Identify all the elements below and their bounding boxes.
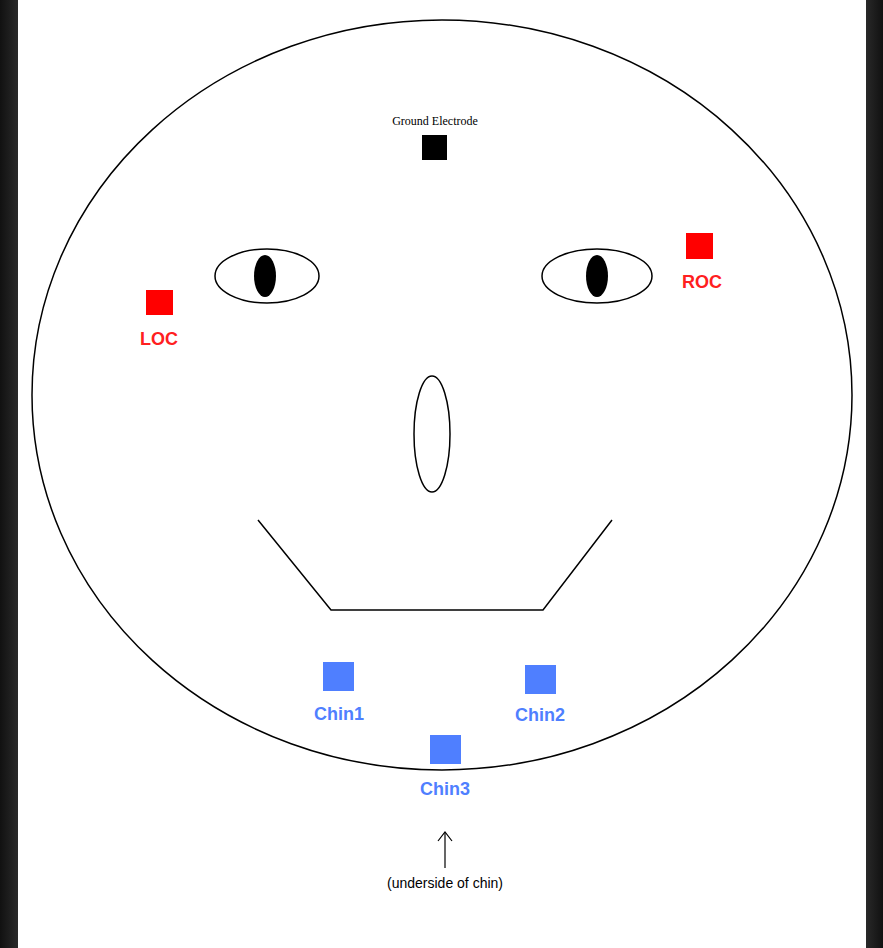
electrode-label: Chin3 bbox=[420, 780, 470, 800]
ground-electrode-label: Ground Electrode bbox=[392, 115, 478, 128]
note-label: (underside of chin) bbox=[387, 876, 503, 891]
roc-electrode-square bbox=[686, 233, 713, 259]
mouth bbox=[258, 520, 612, 610]
right-pupil bbox=[586, 255, 608, 297]
left-eye bbox=[215, 249, 319, 303]
electrode-label: Chin2 bbox=[515, 706, 565, 726]
right-eye bbox=[542, 249, 652, 303]
chin1-electrode-square bbox=[323, 662, 354, 691]
chin3-electrode-square bbox=[430, 735, 461, 764]
pointer-arrowhead bbox=[438, 832, 452, 841]
chin2-electrode-square bbox=[525, 665, 556, 694]
white-panel bbox=[18, 0, 866, 948]
nose bbox=[414, 376, 450, 492]
head-outline bbox=[32, 20, 852, 770]
left-pupil bbox=[254, 255, 276, 297]
ground-electrode-square bbox=[422, 135, 447, 160]
pointer-arrow bbox=[444, 833, 445, 868]
electrode-label: ROC bbox=[682, 273, 722, 293]
electrode-label: Chin1 bbox=[314, 705, 364, 725]
loc-electrode-square bbox=[146, 290, 173, 315]
electrode-label: LOC bbox=[140, 330, 178, 350]
